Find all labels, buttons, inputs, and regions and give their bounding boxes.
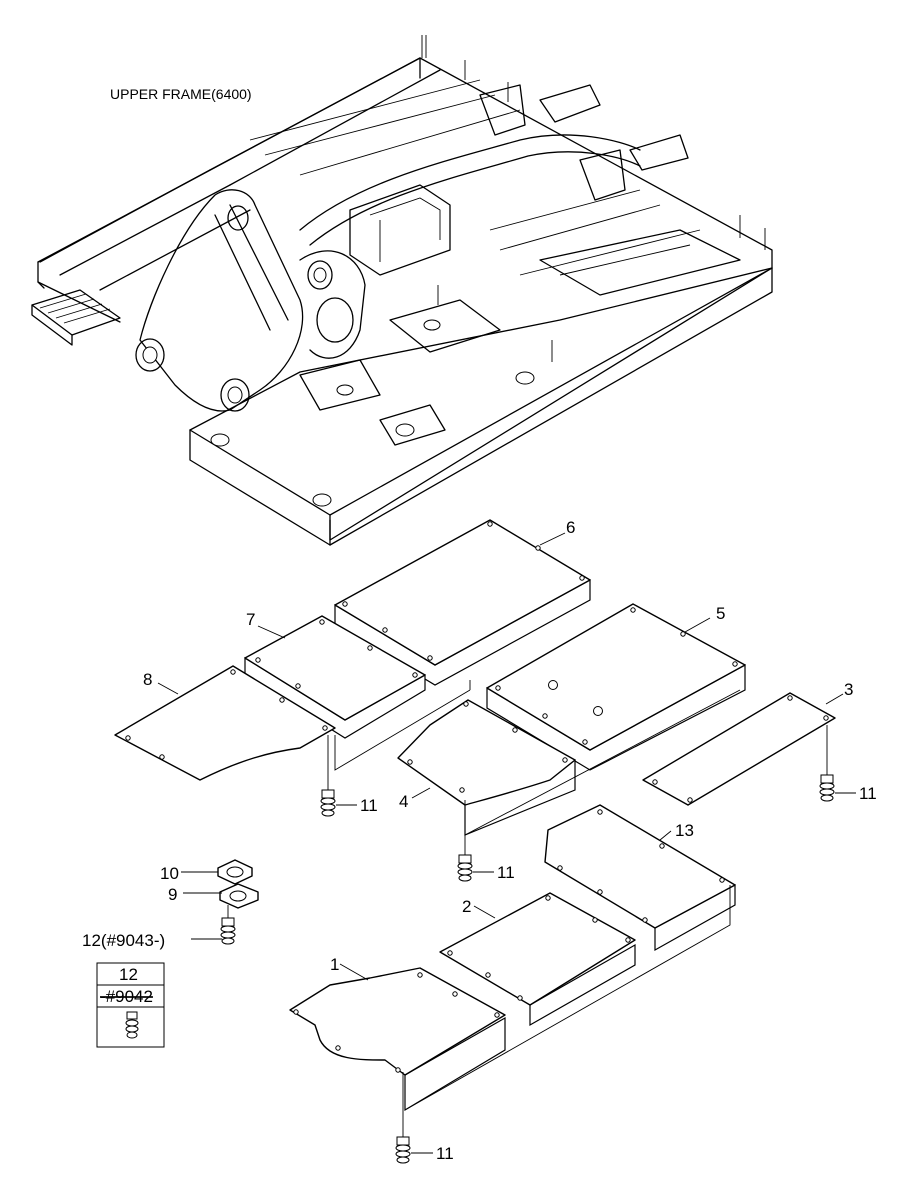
leader-lines [157,532,856,1154]
part-label-1: 1 [330,955,339,974]
part-label-13: 13 [675,821,694,840]
cover-plate-4 [397,699,576,836]
part-label-10: 10 [160,864,179,883]
part-label-12: 12(#9043-) [82,931,165,950]
bolt-icon [819,725,835,802]
part-label-11-b: 11 [497,863,515,882]
flange-10 [217,859,253,885]
upper-frame-drawing [31,35,773,546]
part-label-2: 2 [462,897,471,916]
supersede-part: 12 [119,965,138,984]
bolt-icon [320,735,336,817]
cover-plate-1 [289,967,506,1112]
bolt-icon [125,1011,139,1039]
part-label-6: 6 [566,518,575,537]
bolt-icon [457,800,473,882]
supersede-serial: -#9042 [100,987,153,1006]
part-label-8: 8 [143,670,152,689]
bolt-icon [395,1072,411,1164]
part-label-11-c: 11 [859,784,877,803]
cover-plate-5 [486,603,746,771]
bolt-icon [220,905,236,945]
part-label-3: 3 [844,680,853,699]
cover-plate-13 [544,804,736,952]
diagram-title: UPPER FRAME(6400) [110,86,252,102]
part-label-9: 9 [168,885,177,904]
cover-plate-2 [439,892,636,1027]
part-label-11-a: 11 [360,796,378,815]
part-label-7: 7 [246,610,255,629]
cover-plate-3 [642,692,836,806]
supersede-box: 12 -#9042 [96,962,165,1048]
cover-plate-7 [244,615,426,739]
part-label-4: 4 [399,792,408,811]
part-label-11-d: 11 [436,1144,454,1163]
flange-9 [219,883,259,909]
cover-plate-8 [114,665,336,781]
part-label-5: 5 [716,604,725,623]
